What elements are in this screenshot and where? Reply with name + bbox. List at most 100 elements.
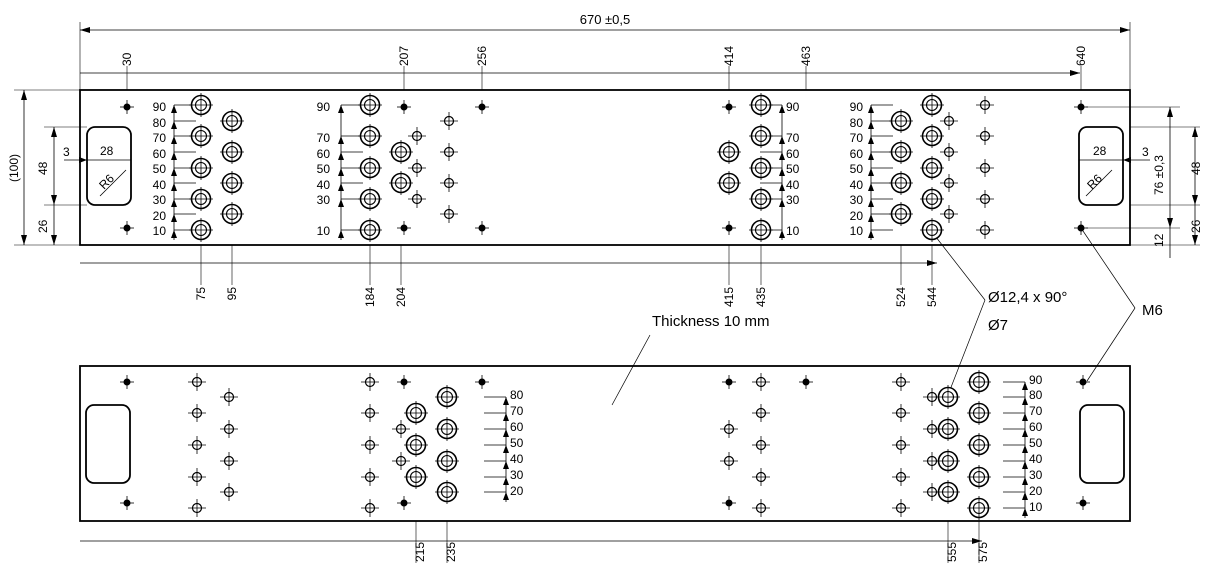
plate-height-label: 76 ±0,3 [1152,155,1166,195]
ladder-label: 10 [317,224,331,238]
countersunk-hole [358,156,382,180]
through-hole [752,468,770,486]
through-hole [923,388,941,406]
ladder-label: 30 [153,193,167,207]
through-hole [752,499,770,517]
through-hole [188,404,206,422]
callouts: Ø12,4 x 90° Ø7 M6 Thickness 10 mm [611,227,1163,406]
arrowhead [80,27,90,33]
through-hole [188,499,206,517]
through-hole [976,221,994,239]
countersunk-hole [936,449,960,473]
countersunk-hole [967,465,991,489]
through-hole [188,373,206,391]
pos-label: 555 [945,542,959,562]
ladder-label: 50 [786,162,800,176]
thread-callout: M6 [1142,302,1163,319]
slot-offset-label: 26 [36,219,50,233]
slot-left-top [86,126,132,206]
top-position-labels: 30 207 256 414 463 640 [120,46,1088,90]
pos-label: 575 [976,542,990,562]
through-hole [220,452,238,470]
ladder-label: 80 [153,116,167,130]
holes [120,93,1090,520]
countersunk-hole [389,140,413,164]
overall-length-label: 670 ±0,5 [580,12,631,27]
ladder-label: 30 [850,193,864,207]
through-hole [940,174,958,192]
countersunk-hole [920,156,944,180]
ladder-label: 90 [786,100,800,114]
right-vertical-dims: 76 ±0,3 12 48 26 3 28 R6 [1079,106,1203,258]
through-hole [361,373,379,391]
slot-right-top [1078,126,1124,206]
pos-label: 235 [444,542,458,562]
through-hole [361,468,379,486]
through-hole [892,499,910,517]
threaded-hole-m6 [397,496,411,510]
threaded-hole-m6 [1076,496,1090,510]
ladder-label: 10 [1029,500,1043,514]
countersunk-hole [717,171,741,195]
countersunk-hole [967,433,991,457]
left-vertical-dims: (100) 48 26 3 28 R6 [7,89,131,246]
countersunk-hole [220,202,244,226]
ladder-label: 20 [510,484,524,498]
ladder-label: 10 [786,224,800,238]
through-hole [220,388,238,406]
through-hole [440,112,458,130]
ladder-label: 40 [786,178,800,192]
threaded-hole-m6 [1076,375,1090,389]
ladder-label: 50 [153,162,167,176]
ladder-dim [1003,381,1028,518]
ladder-label: 60 [1029,420,1043,434]
through-hole [940,143,958,161]
ladder-label: 10 [850,224,864,238]
pos-label: 640 [1074,46,1088,66]
ladder-label: 10 [153,224,167,238]
ladder-label: 30 [1029,468,1043,482]
countersink-callout: Ø12,4 x 90° [988,289,1067,306]
ladder-label: 90 [850,100,864,114]
countersunk-hole [967,401,991,425]
countersunk-hole [936,385,960,409]
ladder-label: 30 [786,193,800,207]
countersunk-hole [717,140,741,164]
through-hole [440,174,458,192]
countersunk-hole [358,218,382,242]
pos-label: 463 [799,46,813,66]
through-hole [392,452,410,470]
pos-label: 435 [754,287,768,307]
ladder-labels: 90 80 70 60 50 40 30 20 10 90 70 60 50 4… [153,100,1043,514]
ladder-label: 60 [850,147,864,161]
through-hole [940,112,958,130]
countersunk-hole [189,156,213,180]
through-hole [752,436,770,454]
countersunk-hole [920,218,944,242]
through-hole [440,143,458,161]
pos-label: 415 [722,287,736,307]
countersunk-hole [435,449,459,473]
ladder-label: 40 [153,178,167,192]
through-hole [892,468,910,486]
countersunk-hole [749,156,773,180]
countersunk-hole [889,109,913,133]
slot-radius-right-label: R6 [1084,171,1105,192]
slot-offset-right-label: 26 [1189,219,1203,233]
threaded-hole-m6 [1074,221,1088,235]
threaded-hole-m6 [120,375,134,389]
threaded-hole-m6 [475,375,489,389]
ladder-lines [171,104,1028,518]
ladder-label: 70 [153,131,167,145]
pos-label: 215 [413,542,427,562]
threaded-hole-m6 [475,221,489,235]
pos-label: 184 [363,287,377,307]
ladder-label: 20 [153,209,167,223]
countersunk-hole [920,187,944,211]
pos-label: 75 [194,287,208,301]
ladder-label: 70 [786,131,800,145]
ladder-label: 70 [510,404,524,418]
countersunk-hole [889,202,913,226]
countersunk-hole [189,93,213,117]
